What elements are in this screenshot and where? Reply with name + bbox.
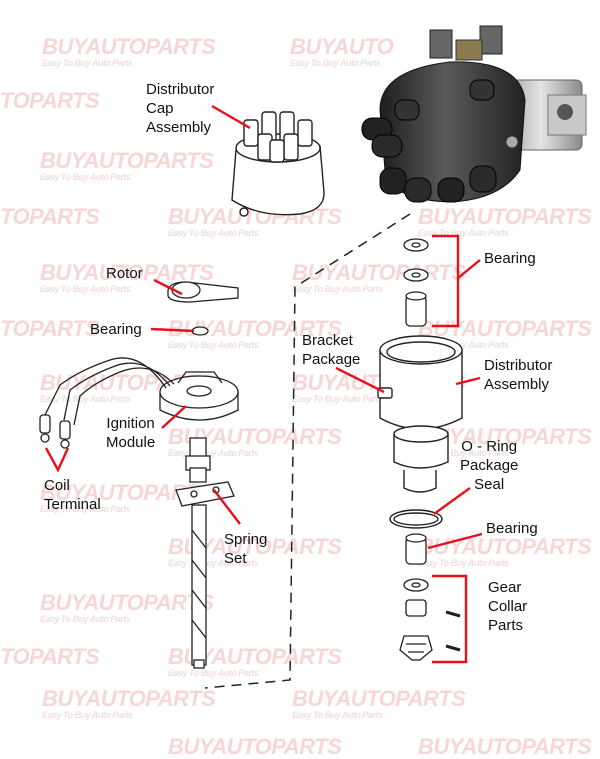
- label-rotor: Rotor: [106, 265, 143, 282]
- distributor-cap-drawing: [231, 111, 325, 217]
- watermark: TOPARTS: [0, 644, 100, 669]
- leader-seal: [433, 487, 471, 515]
- bracket-gear: [432, 574, 468, 664]
- label-bracket-package: Bracket Package: [302, 332, 361, 368]
- leader-ignition: [161, 405, 187, 429]
- leader-bearing-left: [150, 327, 195, 333]
- label-distributor-cap-assembly: Distributor Cap Assembly: [146, 81, 215, 136]
- distributor-photo: [361, 25, 587, 203]
- label-ignition-module: Ignition Module: [106, 415, 156, 451]
- bracket-bearing: [432, 234, 460, 328]
- label-distributor-assembly: Distributor Assembly: [484, 357, 553, 393]
- leader-coil: [44, 447, 70, 473]
- ignition-module-drawing: [39, 357, 239, 449]
- label-coil-terminal: Coil Terminal: [44, 477, 101, 513]
- leader-spring: [213, 489, 241, 525]
- leader-bracket: [335, 366, 385, 394]
- assembly-dashed-line: [204, 213, 411, 689]
- leader-lines: [44, 104, 483, 664]
- watermark: BUYAUTOPARTS: [168, 734, 342, 759]
- label-bearing-left: Bearing: [90, 321, 142, 338]
- distributor-body-drawing: [377, 335, 463, 493]
- leader-bearing-mid: [427, 532, 483, 550]
- watermark: TOPARTS: [0, 204, 100, 229]
- bearing-mid-drawing: [405, 533, 427, 565]
- leader-cap: [211, 104, 251, 130]
- label-o-ring-package-seal: O - Ring Package Seal: [460, 438, 519, 493]
- leader-rotor: [153, 278, 183, 296]
- label-spring-set: Spring Set: [224, 531, 268, 567]
- watermark: BUYAUTOPARTS: [418, 734, 592, 759]
- leader-distributor: [455, 376, 481, 386]
- label-bearing-mid: Bearing: [486, 520, 538, 537]
- label-gear-collar-parts: Gear Collar Parts: [488, 579, 528, 634]
- rotor-drawing: [167, 281, 239, 303]
- watermark: TOPARTS: [0, 316, 100, 341]
- gear-collar-drawing: [399, 578, 461, 661]
- watermark: TOPARTS: [0, 88, 100, 113]
- bearing-clip-drawing: [191, 326, 209, 336]
- bearing-stack-drawing: [403, 238, 429, 327]
- label-bearing-top: Bearing: [484, 250, 536, 267]
- leader-bearing-top: [457, 259, 481, 279]
- o-ring-drawing: [389, 509, 443, 529]
